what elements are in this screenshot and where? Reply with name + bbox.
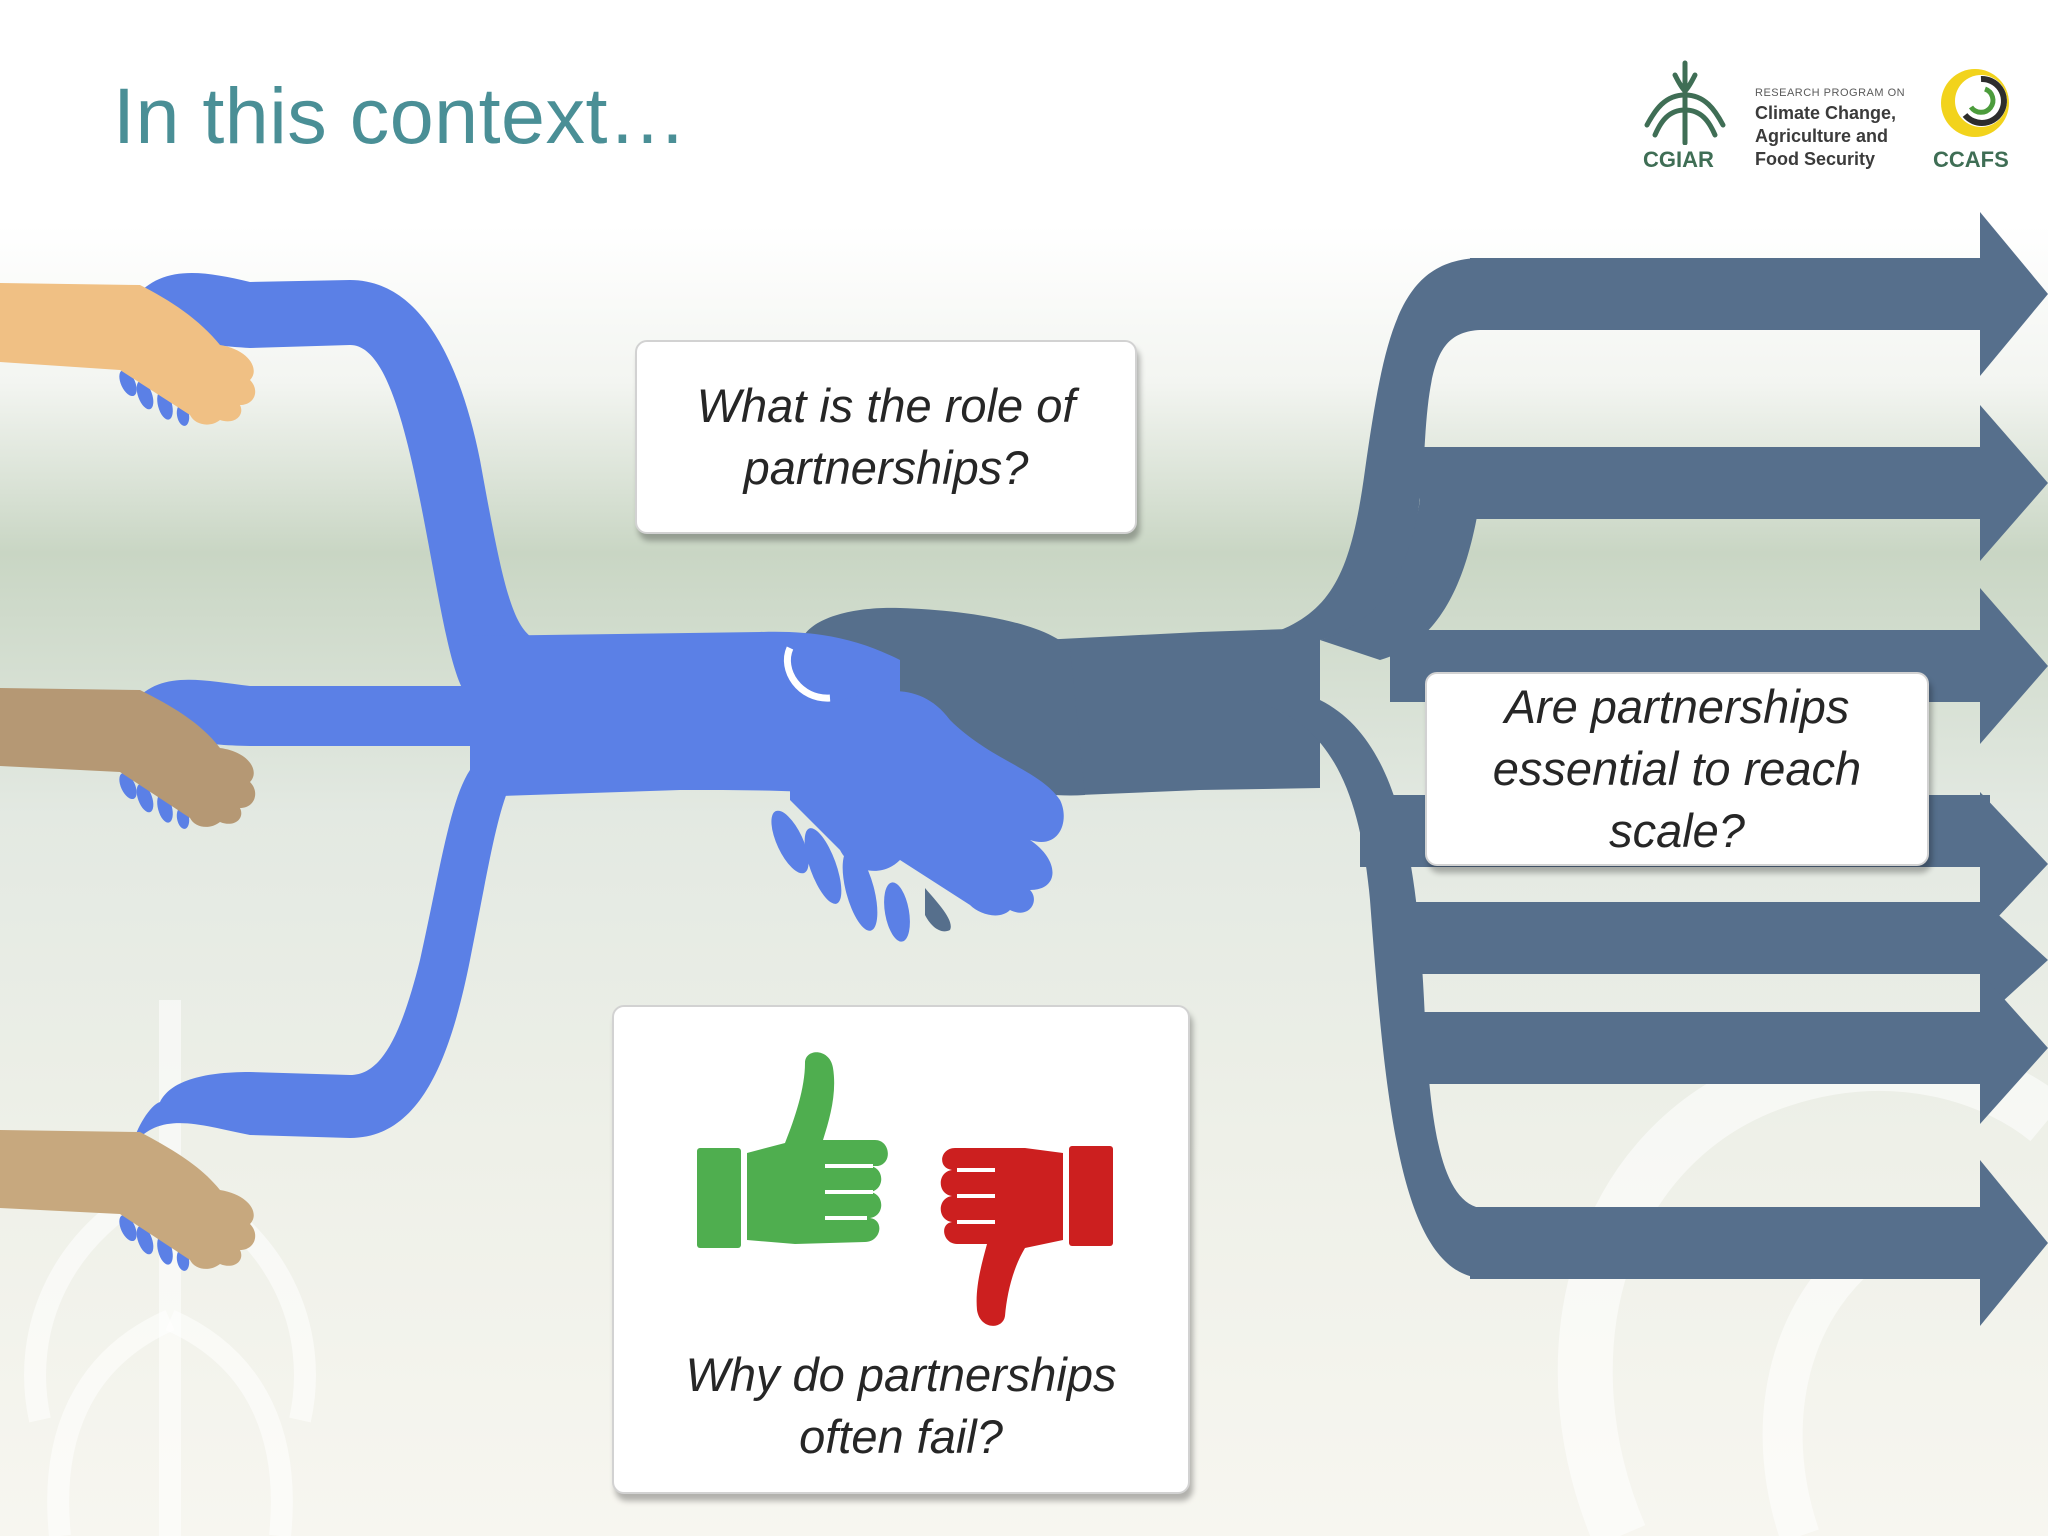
ccafs-label: CCAFS [1933,147,2009,172]
sponsor-logos: CGIAR RESEARCH PROGRAM ON Climate Change… [1625,55,2025,185]
thumbs-icons [697,1052,1113,1326]
thumbs-up-icon [697,1052,888,1248]
partner-hands [0,283,256,1269]
program-line-3: Food Security [1755,149,1876,169]
question-scale-text: Are partnerships essential to reach scal… [1492,680,1862,857]
question-fail-text: Why do partnerships often fail? [685,1348,1117,1463]
question-box-fail: Why do partnerships often fail? [612,1005,1190,1494]
program-caption: RESEARCH PROGRAM ON [1755,87,1906,99]
question-box-scale: Are partnerships essential to reach scal… [1425,672,1929,866]
thumbs-down-icon [940,1146,1113,1326]
ccafs-logo-icon [1941,69,2009,137]
cgiar-logo-icon [1644,60,1726,145]
question-role-text: What is the role of partnerships? [696,379,1076,494]
handshake-outline [783,646,831,702]
program-line-1: Climate Change, [1755,103,1897,123]
program-line-2: Agriculture and [1755,126,1889,146]
question-box-role: What is the role of partnerships? [635,340,1137,534]
cgiar-label: CGIAR [1643,147,1714,172]
slide-title: In this context… [113,71,688,160]
